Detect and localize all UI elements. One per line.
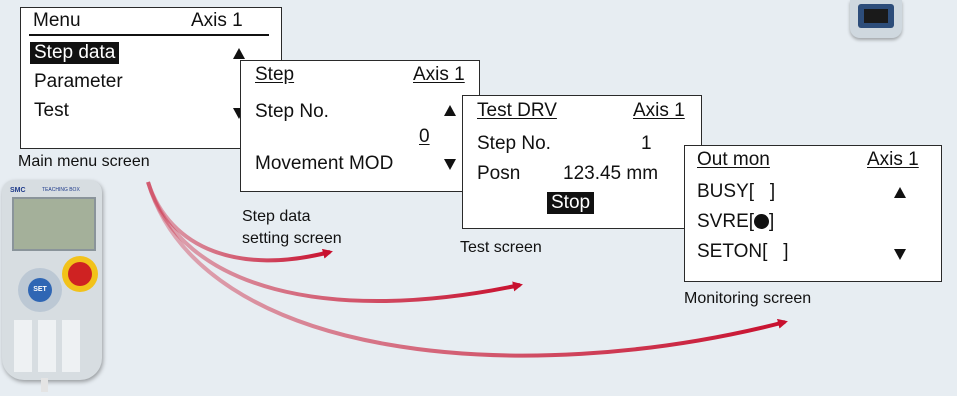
- step-no-label: Step No.: [255, 101, 329, 122]
- busy-status: BUSY[ ]: [697, 181, 776, 202]
- test-posn-label: Posn: [477, 163, 521, 184]
- step-title: Step: [255, 64, 295, 85]
- step-data-caption-2: setting screen: [242, 230, 342, 247]
- stop-button-label[interactable]: Stop: [547, 192, 595, 214]
- svre-on-icon: [754, 214, 770, 229]
- main-menu-screen: Menu Axis 1 Step data Parameter Test: [20, 7, 282, 149]
- device-image: [850, 0, 902, 38]
- test-posn-value: 123.45 mm: [563, 163, 659, 184]
- dpad: SET: [18, 268, 62, 312]
- menu-title: Menu: [33, 10, 81, 31]
- menu-header-rule: [29, 34, 269, 36]
- pendant-display: [12, 197, 96, 251]
- menu-item-step-data[interactable]: Step data: [30, 42, 120, 64]
- step-axis: Axis 1: [413, 64, 465, 85]
- scroll-down-icon: [444, 159, 456, 170]
- svre-status: SVRE[]: [697, 211, 774, 233]
- movement-mod-label: Movement MOD: [255, 153, 394, 174]
- teaching-pendant: SMC TEACHING BOX SET: [0, 180, 108, 392]
- scroll-up-icon: [894, 187, 906, 198]
- monitor-axis: Axis 1: [867, 149, 919, 170]
- test-screen: Test DRV Axis 1 Step No. 1 Posn 123.45 m…: [462, 95, 702, 229]
- step-data-screen: Step Axis 1 Step No. 0 Movement MOD: [240, 60, 480, 192]
- monitoring-caption: Monitoring screen: [684, 290, 812, 307]
- scroll-down-icon: [894, 249, 906, 260]
- stop-button: [62, 256, 98, 292]
- scroll-down-icon: [233, 108, 245, 119]
- svre-bracket: ]: [769, 211, 775, 232]
- step-data-caption-1: Step data: [242, 208, 311, 225]
- seton-status: SETON[ ]: [697, 241, 789, 262]
- test-axis: Axis 1: [633, 100, 685, 121]
- model-label: TEACHING BOX: [42, 187, 80, 193]
- pendant-cable: [41, 378, 48, 392]
- test-step-label: Step No.: [477, 133, 551, 154]
- svre-label: SVRE[: [697, 211, 755, 232]
- test-title: Test DRV: [477, 100, 557, 121]
- step-no-value[interactable]: 0: [419, 126, 430, 147]
- menu-item-test[interactable]: Test: [34, 100, 69, 121]
- arrow-to-monitoring-screen: [146, 181, 788, 358]
- scroll-up-icon: [233, 48, 245, 59]
- brand-logo: SMC: [10, 187, 26, 194]
- monitor-title: Out mon: [697, 149, 770, 170]
- test-step-value: 1: [641, 133, 652, 154]
- menu-item-parameter[interactable]: Parameter: [34, 71, 123, 92]
- set-key: SET: [28, 278, 52, 302]
- monitoring-screen: Out mon Axis 1 BUSY[ ] SVRE[] SETON[ ]: [684, 145, 942, 282]
- scroll-up-icon: [444, 105, 456, 116]
- menu-axis: Axis 1: [191, 10, 243, 31]
- keypad: [14, 320, 86, 372]
- main-menu-caption: Main menu screen: [18, 153, 150, 170]
- test-screen-caption: Test screen: [460, 239, 542, 256]
